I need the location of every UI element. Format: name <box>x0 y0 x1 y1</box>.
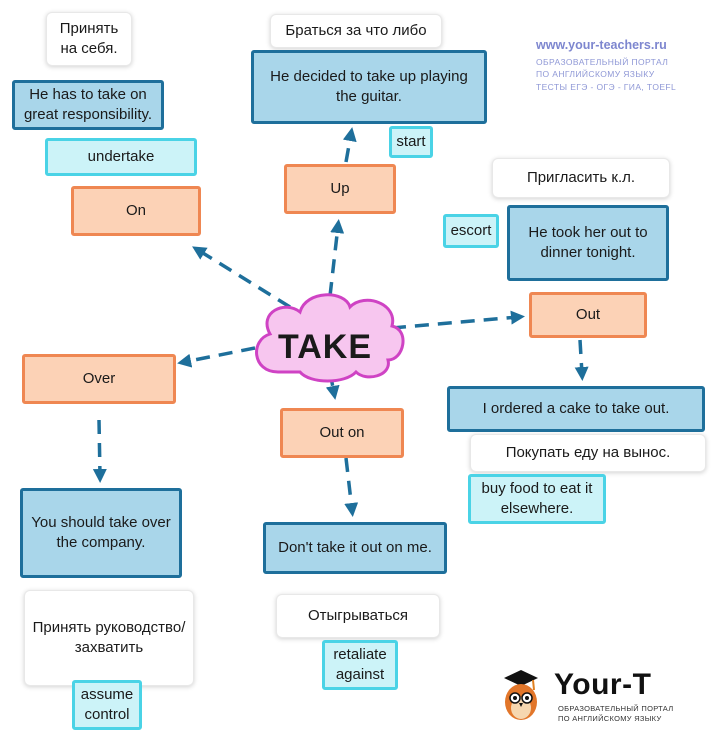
arrow-out-on-to-example <box>344 457 359 517</box>
arrow-to-up <box>328 219 345 297</box>
up-synonym: start <box>389 126 433 158</box>
out-particle: Out <box>529 292 647 338</box>
center-word: TAKE <box>277 327 373 366</box>
out-food-synonym: buy food to eat it elsewhere. <box>468 474 606 524</box>
over-particle: Over <box>22 354 176 404</box>
out-on-translation: Отыгрываться <box>276 594 440 638</box>
site-description: ОБРАЗОВАТЕЛЬНЫЙ ПОРТАЛ ПО АНГЛИЙСКОМУ ЯЗ… <box>536 57 677 92</box>
on-example: He has to take on great responsibility. <box>12 80 164 130</box>
arrow-over-to-example <box>92 419 107 483</box>
arrow-out-to-example <box>574 339 589 381</box>
out-translation: Пригласить к.л. <box>492 158 670 198</box>
over-translation: Принять руководство/ захватить <box>24 590 194 686</box>
arrow-to-out <box>391 310 525 330</box>
site-url: www.your-teachers.ru <box>536 38 667 52</box>
up-particle: Up <box>284 164 396 214</box>
logo-tagline: ОБРАЗОВАТЕЛЬНЫЙ ПОРТАЛ ПО АНГЛИЙСКОМУ ЯЗ… <box>558 704 674 724</box>
out-example: He took her out to dinner tonight. <box>507 205 669 281</box>
over-example: You should take over the company. <box>20 488 182 578</box>
out-food-example: I ordered a cake to take out. <box>447 386 705 432</box>
up-translation: Браться за что либо <box>270 14 442 48</box>
out-food-translation: Покупать еду на вынос. <box>470 434 706 472</box>
on-synonym: undertake <box>45 138 197 176</box>
out-on-example: Don't take it out on me. <box>263 522 447 574</box>
out-synonym: escort <box>443 214 499 248</box>
owl-mascot-icon <box>504 670 538 720</box>
over-synonym: assume control <box>72 680 142 730</box>
arrow-to-on <box>192 246 291 309</box>
up-example: He decided to take up playing the guitar… <box>251 50 487 124</box>
arrow-up-to-example <box>342 127 357 163</box>
arrow-to-over <box>177 346 256 368</box>
out-on-synonym: retaliate against <box>322 640 398 690</box>
on-translation: Принять на себя. <box>46 12 132 66</box>
on-particle: On <box>71 186 201 236</box>
logo-name: Your-T <box>554 668 652 701</box>
out-on-particle: Out on <box>280 408 404 458</box>
